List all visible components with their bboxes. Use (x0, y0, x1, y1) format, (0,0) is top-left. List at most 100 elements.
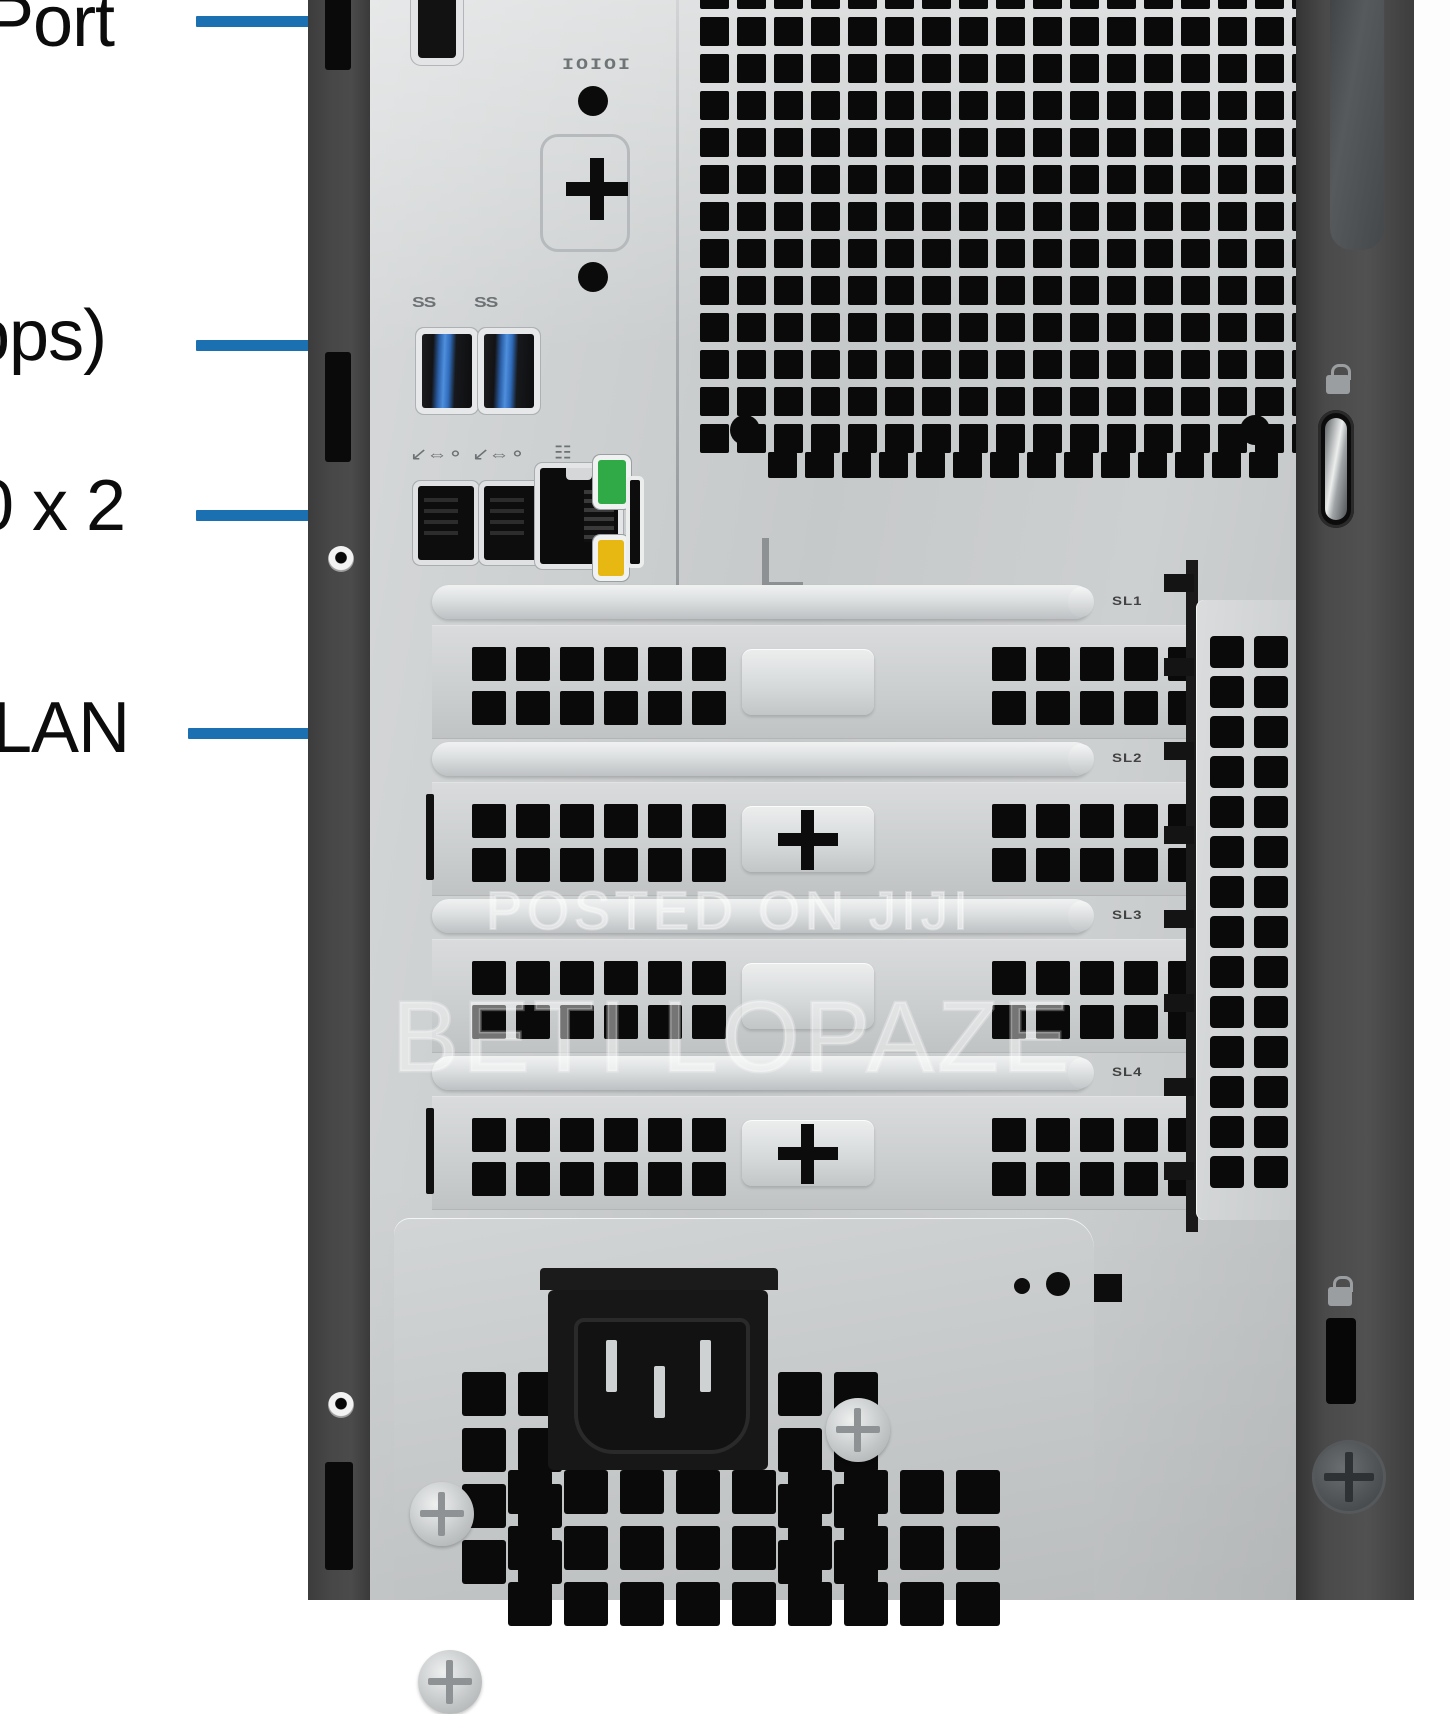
vent-hole (922, 17, 951, 46)
vent-hole (959, 54, 988, 83)
side-vent-hole (1210, 1116, 1244, 1148)
displayport-port[interactable] (418, 0, 456, 58)
vent-hole (1107, 128, 1136, 157)
kensington-lock-ring[interactable] (1318, 410, 1354, 528)
vent-hole (1181, 276, 1210, 305)
side-vent-hole (1254, 996, 1288, 1028)
psu-vent-hole (778, 1372, 822, 1416)
vent-hole (1218, 239, 1247, 268)
power-inlet-c14[interactable] (548, 1290, 768, 1470)
psu-thumbscrew-right[interactable] (826, 1398, 890, 1462)
psu-thumbscrew-lower-left[interactable] (410, 1482, 474, 1546)
chassis-thumbscrew[interactable] (1312, 1440, 1386, 1514)
vent-hole (996, 276, 1025, 305)
vent-hole (737, 276, 766, 305)
vent-hole (1033, 350, 1062, 379)
vent-hole (922, 424, 951, 453)
slot-pull-tab[interactable] (742, 649, 874, 715)
slot-vent-hole (604, 1118, 638, 1152)
vent-hole (811, 17, 840, 46)
vent-hole (959, 313, 988, 342)
slot-vent-hole (1080, 1162, 1114, 1196)
slot-vent-hole (992, 804, 1026, 838)
kensington-security-slot[interactable] (1326, 1318, 1356, 1404)
vent-hole (1070, 91, 1099, 120)
vent-hole (700, 128, 729, 157)
usb3-port-1[interactable] (422, 334, 472, 408)
slot-vent-group (472, 1118, 726, 1196)
vent-hole (1144, 0, 1173, 9)
side-vent-hole (1210, 1156, 1244, 1188)
usb2-port-1[interactable] (418, 486, 474, 560)
slot-tab-plus-vertical (801, 1124, 814, 1184)
vent-hole (774, 424, 803, 453)
vent-hole (922, 276, 951, 305)
side-vent-hole (1210, 796, 1244, 828)
side-vent-hole (1210, 996, 1244, 1028)
vent-hole (774, 0, 803, 9)
slot-release-rail[interactable] (432, 742, 1094, 776)
slot-vent-hole (1080, 1118, 1114, 1152)
vent-hole (811, 424, 840, 453)
vent-hole (1255, 350, 1284, 379)
vent-hole (885, 128, 914, 157)
vent-hole (737, 0, 766, 9)
slot-vent-hole (604, 848, 638, 882)
panel-corner-mark-l (762, 538, 803, 589)
psu-vent-hole (508, 1582, 552, 1626)
psu-vent-hole (676, 1526, 720, 1570)
slot-vent-hole (472, 647, 506, 681)
slot-release-rail[interactable] (432, 899, 1094, 933)
vent-hole (848, 276, 877, 305)
vent-hole (885, 202, 914, 231)
vent-hole (737, 17, 766, 46)
psu-vent-hole (844, 1526, 888, 1570)
slot-vent-hole (604, 647, 638, 681)
slot-release-rail[interactable] (432, 585, 1094, 619)
vent-hole (774, 276, 803, 305)
vent-hole (959, 276, 988, 305)
bracket-tooth (1164, 994, 1194, 1012)
vent-hole (885, 91, 914, 120)
vent-hole (737, 350, 766, 379)
side-vent-hole (1210, 836, 1244, 868)
vent-hole (1144, 387, 1173, 416)
slot-vent-hole (604, 804, 638, 838)
vent-hole (1107, 17, 1136, 46)
slot-vent-hole (1080, 961, 1114, 995)
slot-release-rail[interactable] (432, 1056, 1094, 1090)
usb2-tongue-2 (490, 498, 524, 542)
vent-hole (774, 54, 803, 83)
psu-vent-hole (788, 1526, 832, 1570)
slot-retention-bracket[interactable] (1164, 560, 1200, 1232)
usb3-port-2[interactable] (484, 334, 534, 408)
vent-hole (811, 128, 840, 157)
vent-hole (953, 452, 982, 478)
slot-vent-hole (516, 647, 550, 681)
vent-hole (1033, 54, 1062, 83)
padlock-shackle-top (1331, 364, 1351, 380)
slot-vent-hole (472, 848, 506, 882)
slot-pull-tab[interactable] (742, 963, 874, 1029)
knockout-plus-vertical (590, 158, 604, 220)
slot-vent-hole (992, 1005, 1026, 1039)
vent-hole (811, 313, 840, 342)
slot-vent-hole (992, 961, 1026, 995)
usb-icon-1: ↙⇔⚬ (410, 444, 464, 465)
psu-thumbscrew-left[interactable] (418, 1650, 482, 1714)
slot-vent-hole (516, 848, 550, 882)
slot-card-edge (426, 1108, 434, 1194)
vent-hole (700, 387, 729, 416)
vent-hole (1070, 239, 1099, 268)
vent-hole (959, 202, 988, 231)
vent-hole (848, 313, 877, 342)
usb2-tongue-1 (424, 498, 458, 542)
psu-indicator-square (1094, 1274, 1122, 1302)
vent-hole (700, 54, 729, 83)
vent-hole (1027, 452, 1056, 478)
vent-hole (1070, 313, 1099, 342)
side-vent-hole (1254, 956, 1288, 988)
psu-vent-hole (900, 1526, 944, 1570)
vent-hole (1218, 202, 1247, 231)
usb2-port-2[interactable] (484, 486, 540, 560)
